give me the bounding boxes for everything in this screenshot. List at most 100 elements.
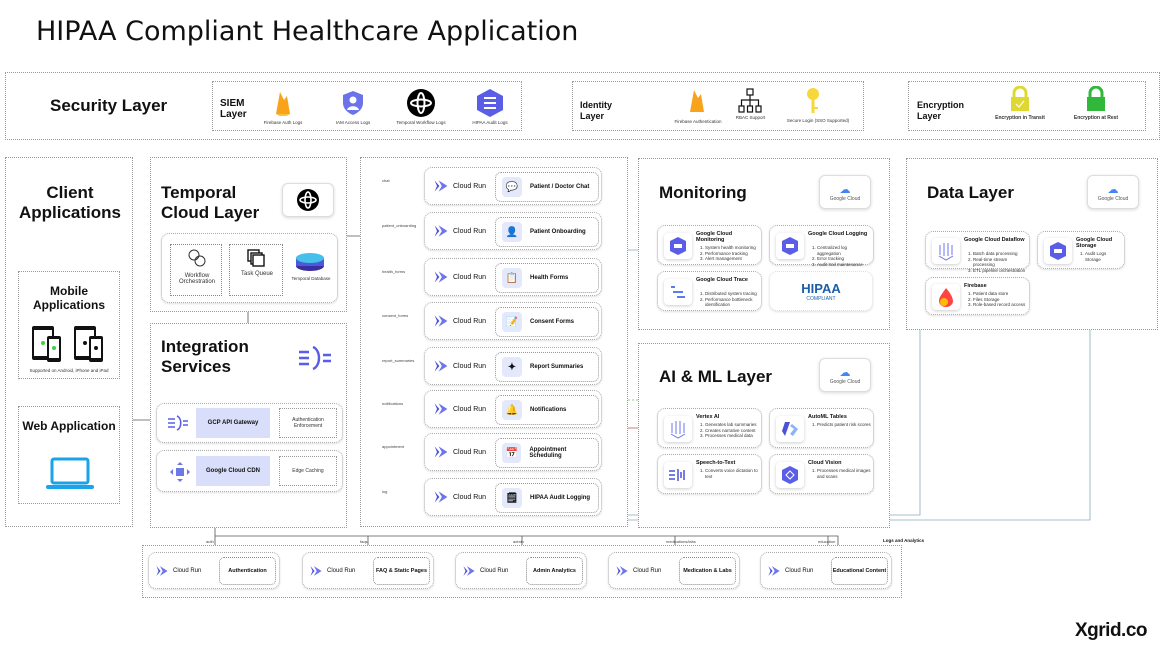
temporal-cloud-title: Temporal Cloud Layer xyxy=(161,183,260,222)
service-name: Patient Onboarding xyxy=(530,229,586,235)
cloud-run-badge: Cloud Run xyxy=(155,564,201,578)
mobile-devices-icon xyxy=(31,324,111,369)
cloud-run-icon xyxy=(434,315,448,327)
route-label: chat xyxy=(382,178,390,183)
service-icon xyxy=(664,279,692,305)
service-icon: 📋 xyxy=(502,268,522,288)
cloud-run-icon xyxy=(434,403,448,415)
stacked-squares-icon xyxy=(247,249,265,272)
service-name: Educational Content xyxy=(831,557,888,585)
feature-item: Real-time stream processing xyxy=(973,257,1027,268)
service-card: Google Cloud Storage Audit Logs Storage xyxy=(1037,231,1125,269)
service-card[interactable]: Cloud Run Authentication xyxy=(148,552,280,589)
service-name: Cloud Vision xyxy=(808,460,842,466)
integration-services-panel: Integration Services GCP API Gateway Aut… xyxy=(150,323,347,528)
cloud-run-icon xyxy=(156,566,168,576)
encryption-item-label: Encryption at Rest xyxy=(1073,115,1119,121)
route-label: auth xyxy=(206,539,214,544)
ai-ml-panel: AI & ML Layer ☁Google Cloud Vertex AI Ge… xyxy=(638,343,890,528)
service-icon xyxy=(776,416,804,442)
cloud-run-icon xyxy=(434,271,448,283)
service-card[interactable]: Cloud Run Educational Content xyxy=(760,552,892,589)
gears-icon xyxy=(187,248,207,273)
cloud-run-label: Cloud Run xyxy=(327,568,356,574)
cloud-run-label: Cloud Run xyxy=(453,405,487,413)
route-label: education xyxy=(818,539,836,544)
feature-list: Audit Logs Storage xyxy=(1076,251,1122,262)
cloud-run-badge: Cloud Run xyxy=(615,564,661,578)
cloud-run-icon xyxy=(616,566,628,576)
service-card: Google Cloud Trace Distributed system tr… xyxy=(657,271,762,311)
service-name: FAQ & Static Pages xyxy=(373,557,430,585)
cloud-run-badge: Cloud Run xyxy=(767,564,813,578)
google-cloud-logo: ☁Google Cloud xyxy=(819,358,871,392)
cloud-run-icon xyxy=(463,566,475,576)
service-name: HIPAA Audit Logging xyxy=(530,495,591,501)
feature-list: Patient data storeFiles StorageRole-base… xyxy=(964,291,1027,308)
service-card: Cloud Vision Processes medical images an… xyxy=(769,454,874,494)
cloud-run-label: Cloud Run xyxy=(785,568,814,574)
integration-services-title: Integration Services xyxy=(161,337,249,376)
feature-item: Creates narrative content xyxy=(705,428,759,434)
service-card: Google Cloud Monitoring System health mo… xyxy=(657,225,762,265)
feature-item: Distributed system tracing xyxy=(705,291,759,297)
route-label: report_summaries xyxy=(382,358,415,363)
service-card: Google Cloud Dataflow Batch data process… xyxy=(925,231,1030,273)
logs-analytics-label: Logs and Analytics xyxy=(883,538,925,543)
cloud-run-icon xyxy=(768,566,780,576)
service-card[interactable]: Cloud Run 📅Appointment Scheduling xyxy=(424,433,602,471)
encryption-layer-box: Encryption Layer Encryption in Transit E… xyxy=(908,81,1146,131)
firebase-icon xyxy=(688,88,706,116)
service-card[interactable]: Cloud Run 📋 Health Forms xyxy=(424,258,602,296)
cdn-icon xyxy=(169,461,191,488)
hipaa-compliant-logo: HIPAA COMPLIANT xyxy=(769,271,873,311)
siem-layer-box: SIEM Layer Firebase Auth Logs IAM Access… xyxy=(212,81,522,131)
siem-item-label: Temporal Workflow Logs xyxy=(396,120,446,125)
feature-item: Centralized log aggregation xyxy=(817,245,871,256)
cloud-run-label: Cloud Run xyxy=(453,182,487,190)
cloud-run-label: Cloud Run xyxy=(453,273,487,281)
service-box: 📅Appointment Scheduling xyxy=(495,438,599,468)
cloud-run-label: Cloud Run xyxy=(453,493,487,501)
feature-list: Processes medical images and scans xyxy=(808,468,871,479)
service-card[interactable]: Cloud Run 🔔Notifications xyxy=(424,390,602,428)
cloud-run-badge: Cloud Run xyxy=(433,178,486,194)
temporal-logo xyxy=(282,183,334,217)
feature-item: Generates lab summaries xyxy=(705,422,759,428)
feature-item: Alert management xyxy=(705,256,759,262)
service-icon xyxy=(932,284,960,310)
cloud-run-badge: Cloud Run xyxy=(433,401,486,417)
service-card[interactable]: Cloud Run 👤Patient Onboarding xyxy=(424,212,602,250)
mobile-applications-box: Mobile Applications Supported on Android… xyxy=(18,271,120,379)
feature-item: Error tracking xyxy=(817,256,871,262)
workflow-orchestration-label: Workflow Orchestration xyxy=(178,273,215,285)
service-card[interactable]: Cloud Run ✦Report Summaries xyxy=(424,347,602,385)
cloud-cdn-row: Google Cloud CDN Edge Caching xyxy=(156,450,343,492)
workflow-orchestration: Workflow Orchestration xyxy=(170,244,222,296)
feature-list: Converts voice dictation to text xyxy=(696,468,759,479)
service-box: ✦Report Summaries xyxy=(495,352,599,382)
service-name: Health Forms xyxy=(530,275,569,281)
service-card[interactable]: Cloud Run 📝Consent Forms xyxy=(424,302,602,340)
cloud-run-badge: Cloud Run xyxy=(433,358,486,374)
service-card[interactable]: Cloud Run Medication & Labs xyxy=(608,552,740,589)
service-card[interactable]: Cloud Run 🗒HIPAA Audit Logging xyxy=(424,478,602,516)
service-box: 💬Patient / Doctor Chat xyxy=(495,172,599,202)
feature-item: Processes medical images and scans xyxy=(817,468,871,479)
service-card[interactable]: Cloud Run FAQ & Static Pages xyxy=(302,552,434,589)
hipaa-label: HIPAA xyxy=(801,280,841,296)
service-name: AutoML Tables xyxy=(808,414,847,420)
service-card[interactable]: Cloud Run 💬Patient / Doctor Chat xyxy=(424,167,602,205)
api-gateway-icon xyxy=(167,414,189,437)
edge-caching-note: Edge Caching xyxy=(279,456,337,486)
service-icon xyxy=(1044,238,1072,264)
cloud-run-badge: Cloud Run xyxy=(462,564,508,578)
feature-item: Role-based record access xyxy=(973,302,1027,308)
service-card[interactable]: Cloud Run Admin Analytics xyxy=(455,552,587,589)
cloud-run-icon xyxy=(434,225,448,237)
cloud-run-icon xyxy=(434,360,448,372)
feature-item: Performance bottleneck identification xyxy=(705,297,759,308)
identity-item-label: Secure Login (SSO Supported) xyxy=(786,118,850,123)
cloud-run-label: Cloud Run xyxy=(173,568,202,574)
google-cloud-label: Google Cloud xyxy=(829,195,861,202)
